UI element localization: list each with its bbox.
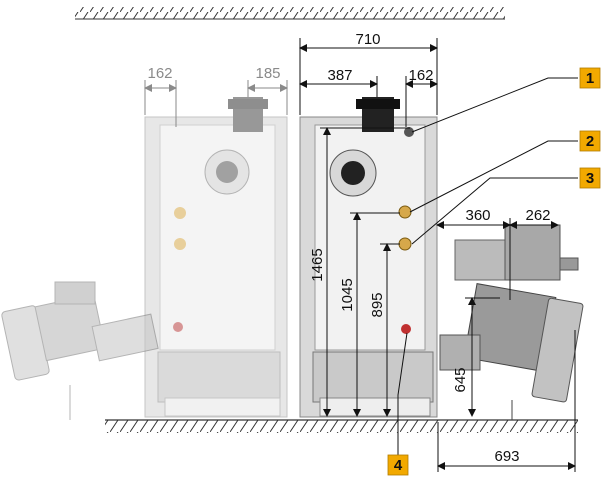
dim-vertical-895: 895 [369, 292, 386, 317]
dim-vertical-645: 645 [452, 367, 469, 392]
dim-top-387: 387 [327, 67, 352, 84]
callout-2-label: 2 [586, 133, 594, 150]
left-boiler-unit [144, 97, 288, 418]
callout-3-label: 3 [586, 170, 594, 187]
dim-right-360: 360 [465, 207, 490, 224]
callout-4: 4 [387, 454, 409, 476]
dim-right-262: 262 [525, 207, 550, 224]
dim-vertical-1465: 1465 [309, 248, 326, 281]
left-burner-assembly [1, 281, 159, 420]
dim-left-162: 162 [147, 65, 172, 82]
callout-2: 2 [579, 130, 601, 152]
ceiling-line [75, 7, 505, 20]
right-boiler-unit [299, 97, 438, 418]
gray-dimension-lines [144, 80, 288, 127]
callout-1: 1 [579, 67, 601, 89]
floor-line [105, 419, 578, 433]
callout-1-label: 1 [586, 70, 594, 87]
dim-left-185: 185 [255, 65, 280, 82]
callout-4-label: 4 [394, 457, 403, 474]
dimension-lines [299, 38, 576, 472]
right-burner-assembly [439, 224, 584, 420]
dim-bottom-693: 693 [494, 448, 519, 465]
dim-vertical-1045: 1045 [339, 278, 356, 311]
dim-top-710: 710 [355, 31, 380, 48]
callout-3: 3 [579, 167, 601, 189]
callout-leaders [397, 77, 578, 455]
dim-top-162: 162 [408, 67, 433, 84]
